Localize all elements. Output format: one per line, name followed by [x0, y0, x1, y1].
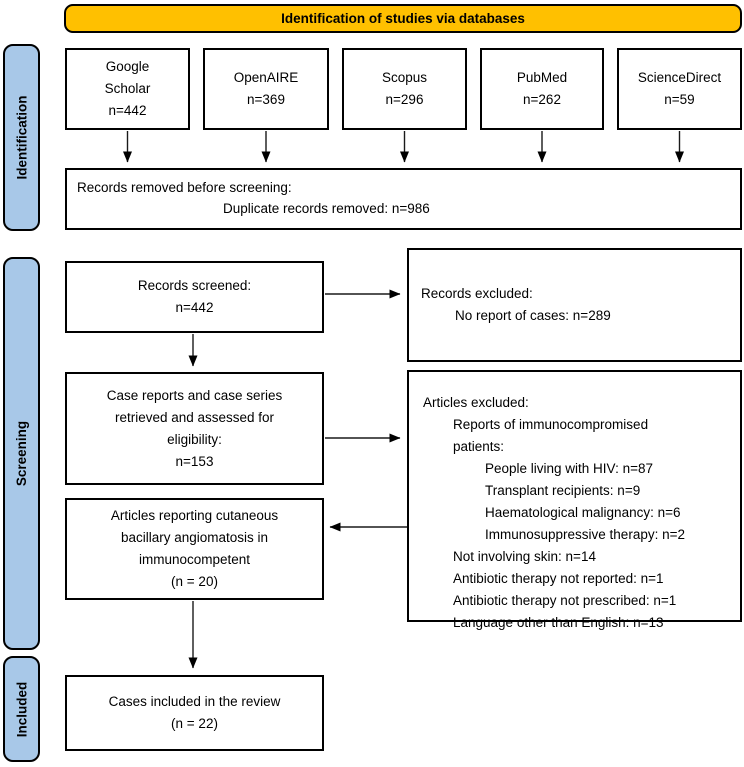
articles-excluded-box: Articles excluded: Reports of immunocomp…: [407, 370, 742, 630]
records-excluded-box: Records excluded: No report of cases: n=…: [407, 248, 742, 362]
records-removed-box: Records removed before screening: Duplic…: [65, 168, 742, 230]
articles-reporting-box: Articles reporting cutaneous bacillary a…: [65, 498, 324, 600]
db-box-count: n=262: [523, 92, 561, 107]
articles-excluded-item: Not involving skin: n=14: [453, 549, 596, 564]
articles-excluded-title: Articles excluded:: [423, 395, 529, 410]
db-box-scopus: Scopus n=296: [342, 48, 467, 130]
articles-excluded-item: Antibiotic therapy not reported: n=1: [453, 571, 664, 586]
identification-banner: Identification of studies via databases: [64, 4, 742, 33]
records-removed-title: Records removed before screening:: [77, 180, 292, 195]
articles-reporting-line: bacillary angiomatosis in: [120, 530, 269, 545]
case-reports-box: Case reports and case series retrieved a…: [65, 372, 324, 485]
cases-included-box: Cases included in the review (n = 22): [65, 675, 324, 751]
cases-included-line: Cases included in the review: [108, 694, 281, 709]
articles-excluded-item: Language other than English: n=13: [453, 615, 664, 630]
records-excluded-detail: No report of cases: n=289: [455, 308, 611, 323]
records-excluded-title: Records excluded:: [421, 286, 533, 301]
db-box-pubmed: PubMed n=262: [480, 48, 604, 130]
articles-reporting-line: Articles reporting cutaneous: [110, 508, 279, 523]
db-box-count: n=296: [385, 92, 424, 107]
db-box-line: Scholar: [104, 81, 151, 96]
stage-tab-included-label: Included: [14, 681, 30, 737]
db-box-line: Google: [105, 59, 150, 74]
articles-excluded-item: Reports of immunocompromised: [453, 417, 649, 432]
db-box-sciencedirect: ScienceDirect n=59: [617, 48, 742, 130]
case-reports-line: retrieved and assessed for: [114, 409, 275, 425]
db-box-openaire: OpenAIRE n=369: [203, 48, 329, 130]
records-screened-line: Records screened:: [137, 278, 252, 293]
case-reports-line: Case reports and case series: [106, 387, 283, 403]
stage-tab-identification: Identification: [3, 44, 40, 231]
stage-tab-identification-label: Identification: [14, 95, 29, 180]
db-box-line: Scopus: [381, 70, 428, 85]
articles-excluded-item: Antibiotic therapy not prescribed: n=1: [453, 593, 677, 608]
stage-tab-included: Included: [3, 656, 40, 762]
db-box-google-scholar: Google Scholar n=442: [65, 48, 190, 130]
records-removed-detail: Duplicate records removed: n=986: [223, 201, 430, 216]
stage-tab-screening-label: Screening: [14, 420, 29, 487]
db-box-line: PubMed: [516, 70, 568, 85]
articles-reporting-count: (n = 20): [171, 574, 218, 589]
case-reports-line: eligibility:: [167, 431, 222, 447]
identification-banner-label: Identification of studies via databases: [281, 11, 525, 26]
db-box-line: ScienceDirect: [637, 70, 722, 85]
articles-excluded-item: Transplant recipients: n=9: [485, 483, 641, 498]
articles-reporting-line: immunocompetent: [138, 552, 251, 567]
articles-excluded-item: Immunosuppressive therapy: n=2: [485, 527, 685, 542]
cases-included-count: (n = 22): [171, 716, 218, 731]
stage-tab-screening: Screening: [3, 257, 40, 650]
db-box-count: n=59: [664, 92, 695, 107]
case-reports-count: n=153: [175, 453, 214, 469]
articles-excluded-item: Haematological malignancy: n=6: [485, 505, 681, 520]
db-box-count: n=369: [247, 92, 285, 107]
db-box-count: n=442: [108, 103, 147, 118]
records-screened-count: n=442: [175, 300, 214, 315]
db-box-line: OpenAIRE: [233, 70, 299, 85]
records-screened-box: Records screened: n=442: [65, 261, 324, 333]
articles-excluded-item: People living with HIV: n=87: [485, 461, 653, 476]
articles-excluded-item: patients:: [453, 439, 505, 454]
